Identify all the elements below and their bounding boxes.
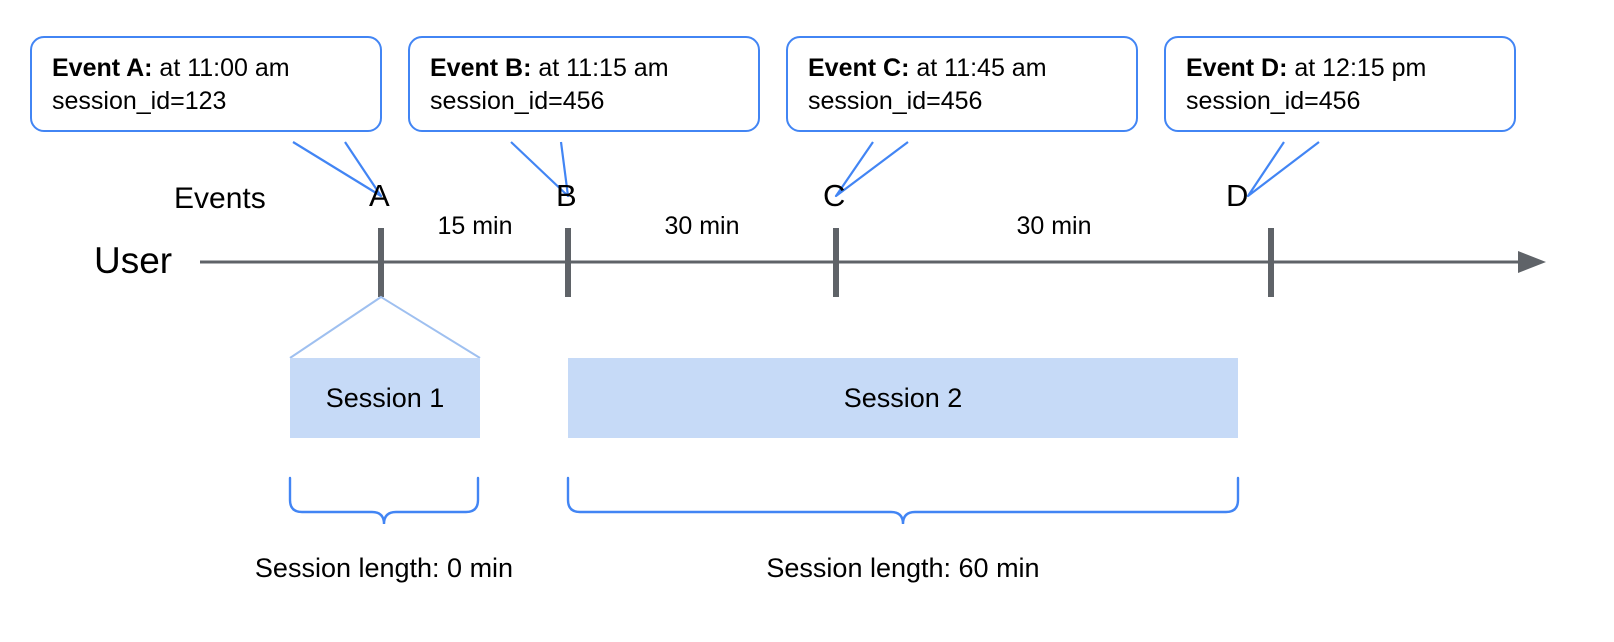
- callout-event-d[interactable]: Event D: at 12:15 pm session_id=456: [1164, 36, 1516, 132]
- callout-c-rest: at 11:45 am: [909, 54, 1047, 82]
- session1-connector: [289, 295, 481, 359]
- session-block-1-label: Session 1: [325, 382, 445, 413]
- row-label-user: User: [94, 240, 173, 281]
- callout-c-line1: Event C: at 11:45 am: [808, 52, 1118, 85]
- session-block-2[interactable]: Session 2: [568, 358, 1238, 438]
- session-block-1[interactable]: Session 1: [290, 358, 480, 438]
- session-block-2-label: Session 2: [843, 382, 963, 413]
- session-length-label-2: Session length: 60 min: [766, 553, 1040, 583]
- session-braces: [288, 476, 1240, 525]
- callout-tail-c: [834, 141, 909, 198]
- gap-label-c-d: 30 min: [1016, 212, 1092, 240]
- callout-c-line2: session_id=456: [808, 87, 983, 115]
- callout-b-rest: at 11:15 am: [531, 54, 669, 82]
- callout-event-c[interactable]: Event C: at 11:45 am session_id=456: [786, 36, 1138, 132]
- callout-b-line1: Event B: at 11:15 am: [430, 52, 740, 85]
- event-marker-label-d: D: [1226, 178, 1249, 213]
- callout-d-line2: session_id=456: [1186, 87, 1361, 115]
- brace-session-2: [566, 476, 1240, 525]
- callout-tail-a: [292, 141, 383, 198]
- session-length-label-1: Session length: 0 min: [254, 553, 514, 583]
- row-label-events: Events: [174, 182, 266, 215]
- event-marker-label-b: B: [556, 178, 577, 213]
- callout-tails: [292, 141, 1320, 198]
- brace-session-1: [288, 476, 480, 525]
- gap-label-b-c: 30 min: [664, 212, 740, 240]
- callout-tail-d: [1246, 141, 1320, 198]
- callout-b-line2: session_id=456: [430, 87, 605, 115]
- event-marker-label-c: C: [823, 178, 846, 213]
- callout-event-a[interactable]: Event A: at 11:00 am session_id=123: [30, 36, 382, 132]
- callout-d-line1: Event D: at 12:15 pm: [1186, 52, 1496, 85]
- gap-label-a-b: 15 min: [437, 212, 513, 240]
- callout-b-bold: Event B:: [430, 54, 532, 82]
- event-marker-label-a: A: [369, 178, 390, 213]
- callout-a-rest: at 11:00 am: [152, 54, 290, 82]
- callout-c-bold: Event C:: [808, 54, 910, 82]
- callout-a-line1: Event A: at 11:00 am: [52, 52, 362, 85]
- timeline-axis: [200, 251, 1546, 273]
- callout-d-bold: Event D:: [1186, 54, 1288, 82]
- callout-a-line2: session_id=123: [52, 87, 227, 115]
- callout-event-b[interactable]: Event B: at 11:15 am session_id=456: [408, 36, 760, 132]
- callout-d-rest: at 12:15 pm: [1287, 54, 1427, 82]
- callout-a-bold: Event A:: [52, 54, 153, 82]
